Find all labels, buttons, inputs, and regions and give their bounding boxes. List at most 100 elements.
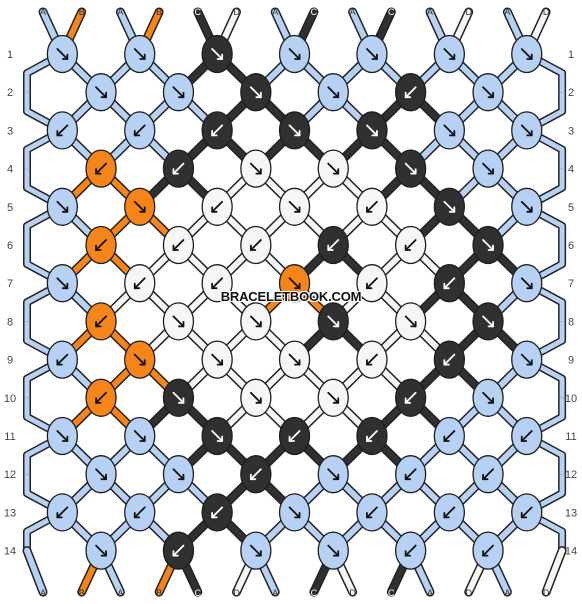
knot <box>472 225 504 265</box>
knot <box>240 378 272 417</box>
arrow-down-left-icon <box>211 277 224 290</box>
end-string-letter: A <box>504 588 510 598</box>
arrow-down-right-icon <box>520 200 533 213</box>
start-string-letter: D <box>465 7 472 17</box>
knot <box>201 111 233 150</box>
knot <box>356 416 388 456</box>
knot <box>394 73 427 112</box>
start-string-letter: A <box>272 7 278 17</box>
arrow-down-left-icon <box>56 124 69 137</box>
knot <box>240 225 272 265</box>
arrow-down-left-icon <box>404 468 417 481</box>
arrow-down-left-icon <box>366 506 378 519</box>
end-string-letter: D <box>543 588 550 598</box>
knot <box>46 187 78 226</box>
arrow-down-right-icon <box>288 506 301 519</box>
knot <box>162 531 195 570</box>
start-string-letter: B <box>156 7 162 17</box>
row-number-right: 13 <box>565 507 577 519</box>
arrow-down-right-icon <box>172 315 185 328</box>
arrow-down-right-icon <box>288 200 301 213</box>
row-number-right: 14 <box>565 546 577 558</box>
arrow-down-right-icon <box>249 391 262 404</box>
knot <box>317 149 349 188</box>
row-number-right: 4 <box>568 164 574 176</box>
start-string-letter: A <box>117 7 123 17</box>
start-string-letter: C <box>195 7 202 17</box>
start-string-letter: A <box>350 7 356 17</box>
arrow-down-right-icon <box>95 544 107 557</box>
arrow-down-right-icon <box>520 48 533 60</box>
knot <box>240 73 272 112</box>
row-number-left: 1 <box>7 49 13 61</box>
start-string-letter: A <box>504 7 510 17</box>
arrow-down-left-icon <box>56 506 69 519</box>
arrow-down-right-icon <box>482 315 494 328</box>
knot <box>240 149 272 188</box>
arrow-down-right-icon <box>56 277 69 290</box>
arrow-down-left-icon <box>404 86 417 99</box>
knot <box>433 264 466 303</box>
start-string-letter: D <box>543 7 550 17</box>
start-string-letter: C <box>388 7 395 17</box>
end-string-letter: D <box>233 588 240 598</box>
arrow-down-right-icon <box>327 468 340 481</box>
knot <box>433 187 466 226</box>
knot <box>433 493 466 532</box>
knot <box>124 187 156 226</box>
arrow-down-right-icon <box>327 315 340 328</box>
arrow-down-right-icon <box>327 162 340 175</box>
knot <box>85 378 117 417</box>
row-number-right: 1 <box>568 49 574 61</box>
arrow-down-left-icon <box>327 239 340 251</box>
arrow-down-right-icon <box>56 200 69 213</box>
row-number-left: 2 <box>7 87 13 99</box>
arrow-down-right-icon <box>95 468 107 481</box>
arrow-down-right-icon <box>249 544 262 557</box>
end-string-letter: B <box>79 588 85 598</box>
knot <box>46 340 78 379</box>
row-number-right: 5 <box>568 202 574 214</box>
knot <box>46 416 78 456</box>
knot <box>162 225 195 265</box>
start-string-letter: A <box>40 7 46 17</box>
arrow-down-left-icon <box>520 506 533 519</box>
knot <box>124 264 156 303</box>
knot <box>201 340 233 379</box>
knot <box>317 225 349 265</box>
knot <box>394 455 427 494</box>
row-number-left: 12 <box>4 469 16 481</box>
knot <box>511 493 543 532</box>
knot <box>433 34 466 74</box>
arrow-down-left-icon <box>404 239 417 251</box>
arrow-down-right-icon <box>520 277 533 290</box>
knot <box>124 416 156 456</box>
arrow-down-right-icon <box>172 468 185 481</box>
arrow-down-left-icon <box>366 277 378 290</box>
arrow-down-left-icon <box>366 200 378 213</box>
arrow-down-right-icon <box>404 315 417 328</box>
knot <box>162 378 195 417</box>
knot <box>394 302 427 341</box>
row-number-right: 6 <box>568 240 574 252</box>
arrow-down-right-icon <box>482 86 494 99</box>
arrow-down-left-icon <box>211 124 224 137</box>
arrow-down-left-icon <box>443 506 456 519</box>
arrow-down-right-icon <box>133 430 146 442</box>
knot <box>201 264 233 303</box>
knot <box>472 531 504 570</box>
knot <box>85 455 117 494</box>
arrow-down-right-icon <box>133 353 146 366</box>
row-number-right: 3 <box>568 125 574 137</box>
arrow-down-right-icon <box>249 162 262 175</box>
arrow-down-left-icon <box>366 430 378 442</box>
knot <box>162 455 195 494</box>
arrow-down-left-icon <box>211 200 224 213</box>
arrow-down-left-icon <box>211 506 224 519</box>
knot <box>124 111 156 150</box>
arrow-down-left-icon <box>443 430 456 442</box>
arrow-down-right-icon <box>249 315 262 328</box>
knot <box>317 531 349 570</box>
row-number-right: 9 <box>568 355 574 367</box>
knot <box>85 73 117 112</box>
